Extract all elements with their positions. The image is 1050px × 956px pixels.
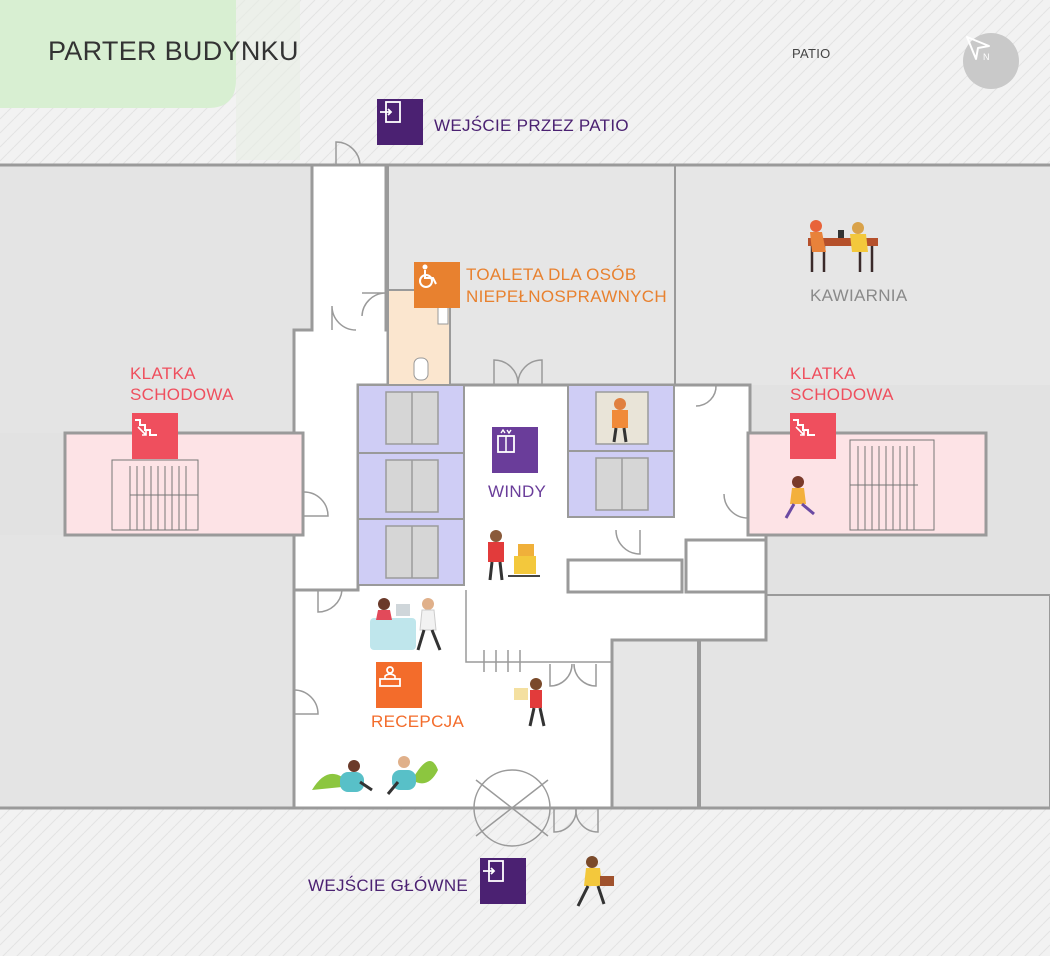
- toilet-icon-box[interactable]: [414, 262, 460, 308]
- railing: [465, 590, 612, 672]
- stairs-left-icon-box[interactable]: [132, 413, 178, 459]
- stairwell-left: [63, 431, 305, 537]
- elevator-passenger: [612, 398, 628, 443]
- stairs-right-steps: [849, 439, 935, 531]
- stairwell-right: [746, 431, 988, 537]
- stairs-left-steps: [111, 459, 199, 531]
- reception-icon-box[interactable]: [376, 662, 422, 708]
- lounge-illustration: [312, 756, 438, 795]
- cafe-illustration: [808, 220, 878, 272]
- wheelchair-icon: [419, 264, 437, 288]
- outer-walls: [0, 163, 1050, 810]
- toilet-label-line1: TOALETA DLA OSÓB: [466, 265, 637, 284]
- room-left-top: [0, 165, 310, 433]
- door-entrance-icon: [483, 860, 504, 882]
- elevators-label: WINDY: [488, 482, 547, 501]
- delivery-illustration: [488, 530, 540, 581]
- door-entrance-icon: [380, 101, 401, 123]
- patio-label: PATIO: [792, 46, 831, 61]
- room-cafe: [676, 165, 1050, 385]
- elevator-doors: [385, 391, 649, 579]
- toilet-label-line2: NIEPEŁNOSPRAWNYCH: [466, 287, 667, 306]
- compass-arrow-icon: N: [966, 36, 990, 62]
- reception-desk-icon: [379, 666, 401, 687]
- svg-text:N: N: [983, 52, 990, 62]
- courier-illustration: [514, 678, 546, 727]
- service-room-2: [684, 538, 768, 594]
- reception-label: RECEPCJA: [371, 712, 465, 731]
- stairs-down-icon: [793, 419, 815, 436]
- stairs-left-label-line1: KLATKA: [130, 364, 196, 383]
- walker-illustration: [576, 856, 614, 907]
- elevators-icon-box[interactable]: [492, 427, 538, 473]
- room-small-bottom: [611, 639, 699, 809]
- stairs-left-label-line2: SCHODOWA: [130, 385, 234, 404]
- main-entrance-icon-box[interactable]: [480, 858, 526, 904]
- stairs-right-label-line1: KLATKA: [790, 364, 856, 383]
- patio-entrance-icon-box[interactable]: [377, 99, 423, 145]
- service-room: [566, 558, 684, 594]
- lawn-edge: [236, 0, 300, 160]
- door-swings: [293, 141, 749, 847]
- stairs-down-icon: [135, 419, 157, 436]
- compass-button[interactable]: N: [963, 33, 1019, 89]
- lawn: [0, 0, 236, 108]
- elevator-icon: [497, 428, 515, 453]
- reception-illustration: [370, 598, 442, 651]
- room-left-bottom: [0, 535, 294, 808]
- stairs-right-icon-box[interactable]: [790, 413, 836, 459]
- stairs-right-label-line2: SCHODOWA: [790, 385, 894, 404]
- toilet-sink: [437, 305, 449, 325]
- cafe-label: KAWIARNIA: [810, 286, 908, 305]
- patio-entrance-label: WEJŚCIE PRZEZ PATIO: [434, 116, 629, 135]
- toilet-bowl: [413, 357, 429, 381]
- runner-illustration: [784, 476, 815, 519]
- main-entrance-label: WEJŚCIE GŁÓWNE: [308, 876, 469, 895]
- page-title: PARTER BUDYNKU: [48, 36, 299, 66]
